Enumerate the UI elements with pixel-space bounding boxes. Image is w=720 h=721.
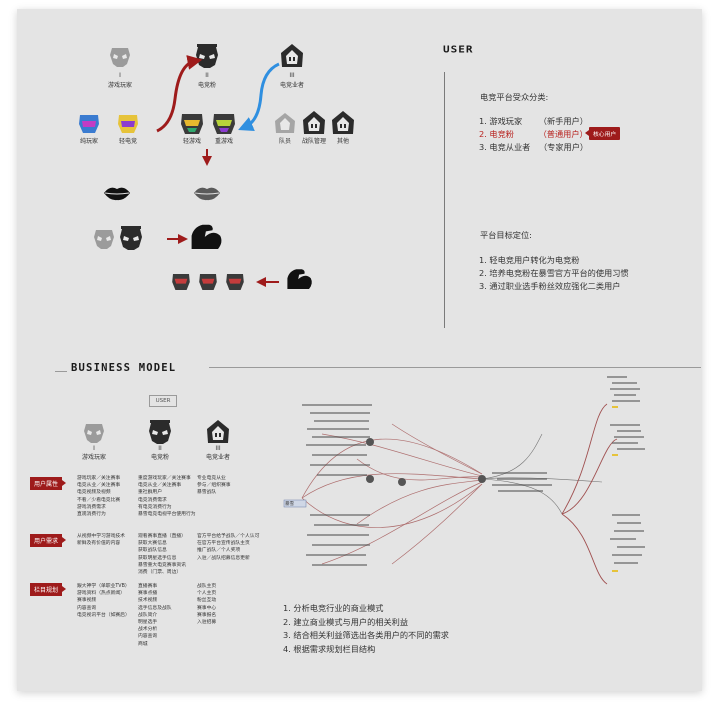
core-user-badge: 核心用户 [584, 127, 621, 140]
bm-hood-icon [207, 420, 229, 443]
goals-title: 平台目标定位: [480, 230, 532, 240]
blue-curve-arrow [238, 62, 280, 131]
lips-icon-light [193, 187, 221, 201]
attr-col-2: 重度游戏玩家／关注赛事 电竞从业／关注赛事 重社群用户 电竞消费需求 有电竞消费… [138, 476, 196, 518]
pro-sub-icon-2 [303, 111, 325, 134]
bm-helm-icon-light [84, 424, 104, 443]
plan-col-1: 跟大神学（单职业TVB） 游戏资料（热点新闻） 赛事视频 内容查询 电竞视讯平台… [77, 584, 130, 618]
bm-steps-list: 1. 分析电竞行业的商业模式 2. 建立商业模式与用户的相关利益 3. 结合相关… [283, 602, 449, 656]
fan-icon-c [226, 274, 244, 290]
fan-icon-b [199, 274, 217, 290]
bm-user-box: USER [149, 395, 177, 407]
sub-role-6: 战队管理 [301, 138, 326, 145]
user-heading: USER [443, 43, 474, 56]
role-label-player: 游戏玩家 [107, 82, 132, 89]
sub-role-1: 纯玩家 [79, 138, 98, 145]
muscle-arm-icon-small [287, 269, 312, 289]
role-label-fan: 电竞粉 [197, 82, 216, 89]
bm-step-1: 1. 分析电竞行业的商业模式 [283, 603, 384, 613]
business-mind-map [283, 376, 645, 585]
user-transform-diagram [79, 44, 354, 290]
need-col-2: 观看赛事直播（直播） 获取大赛信息 获取战队信息 获取明星选手信息 暴雪重大电竞… [138, 534, 186, 576]
fan-sub-icon-2 [213, 114, 235, 134]
bm-role-player: 游戏玩家 [81, 454, 106, 461]
plan-col-3: 战队主页 个人主页 粉丝互动 赛事中心 赛事报名 入驻招募 [197, 584, 217, 626]
need-col-3: 官方平台给予战队／个人认可 在官方平台宣传战队主页 推广战队／个人奖项 入驻／战… [197, 534, 260, 561]
player-sub-icon-2 [118, 115, 138, 133]
bm-helm-icon-dark [149, 420, 171, 444]
bm-role-fan: 电竞粉 [150, 454, 169, 461]
attr-col-1: 游戏玩家／关注赛事 电竞从业／关注赛事 电竞视频及视频 不看／少看电竞比赛 游戏… [77, 476, 121, 518]
vertical-divider [444, 72, 445, 328]
role-roman-2: II [205, 72, 209, 79]
bm-step-2: 2. 建立商业模式与用户的相关利益 [283, 616, 409, 627]
helm-icon-light-small [94, 230, 114, 249]
bm-role-pro: 电竞业者 [205, 454, 230, 461]
pro-sub-icon-1 [275, 113, 295, 133]
sub-role-7: 其他 [336, 138, 349, 145]
bm-divider-left [55, 371, 67, 372]
goal-item-3: 3. 通过职业选手粉丝效应强化二类用户 [479, 281, 621, 291]
helm-icon-dark-small [120, 226, 142, 250]
fan-icon-a [172, 274, 190, 290]
bm-step-4: 4. 根据需求规划栏目结构 [283, 643, 376, 654]
sub-role-4: 重游戏 [214, 138, 233, 145]
fan-sub-icon-1 [181, 114, 203, 134]
need-col-1: 从视频中学习游戏技术 新鲜及有价值的内容 [77, 534, 125, 547]
mindmap-root-label: 暴雪 [285, 502, 294, 507]
helm-icon-player [110, 48, 130, 67]
player-sub-icon-1 [79, 115, 99, 133]
bm-divider-right [209, 367, 701, 368]
pro-sub-icon-3 [332, 111, 354, 134]
audience-item-3: 3. 电竞从业者 （专家用户） [479, 142, 589, 152]
board: I 游戏玩家 II 电竞粉 III 电竞业者 纯玩家 轻电竞 轻游戏 重游戏 队… [17, 9, 702, 691]
tag-column-plan: 栏目规划 [30, 583, 67, 596]
hood-icon-pro [281, 44, 303, 67]
red-curve-arrow [156, 55, 203, 133]
audience-title: 电竞平台受众分类: [480, 92, 549, 102]
bm-role-roman-2: II [158, 445, 162, 452]
muscle-arm-icon [191, 224, 222, 249]
lips-icon-dark [103, 187, 131, 201]
bm-step-3: 3. 结合相关利益筛选出各类用户的不同的需求 [283, 630, 449, 640]
sub-role-2: 轻电竞 [118, 138, 137, 145]
role-roman-1: I [119, 72, 121, 79]
audience-item-2: 2. 电竞粉 （普通用户） [479, 129, 588, 139]
sub-role-5: 队员 [278, 138, 291, 145]
bm-role-roman-3: III [215, 445, 221, 452]
audience-item-1: 1. 游戏玩家 （新手用户） [479, 116, 588, 126]
tag-user-needs: 用户需求 [30, 534, 67, 547]
role-label-pro: 电竞业者 [279, 82, 304, 89]
helm-icon-fan [196, 44, 218, 68]
role-roman-3: III [289, 72, 295, 79]
bm-role-roman-1: I [93, 445, 95, 452]
goal-item-1: 1. 轻电竞用户转化为电竞粉 [479, 255, 580, 265]
tag-user-attributes: 用户属性 [30, 477, 67, 490]
goal-item-2: 2. 培养电竞粉在暴雪官方平台的使用习惯 [479, 268, 629, 278]
sub-role-3: 轻游戏 [182, 138, 201, 145]
attr-col-3: 专业电竞从业 参与／组织赛事 暴雪战队 [197, 476, 231, 496]
plan-col-2: 直播赛事 赛事点播 技术视频 选手信息及战队 战队简介 明星选手 战术分析 内容… [138, 584, 172, 647]
business-model-heading: BUSINESS MODEL [71, 362, 177, 374]
